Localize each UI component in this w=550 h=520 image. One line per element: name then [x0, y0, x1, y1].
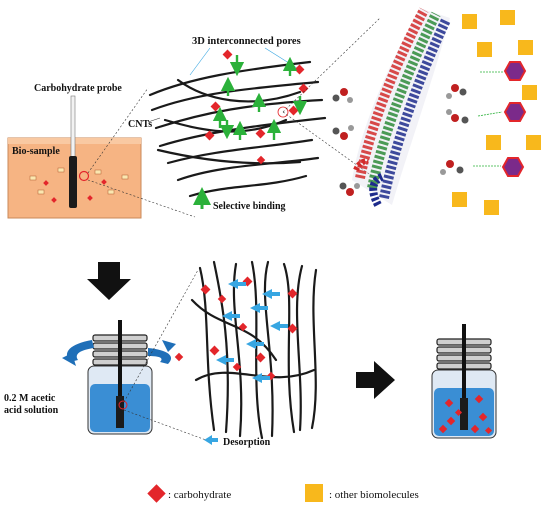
carbohydrate-legend-swatch — [147, 484, 166, 503]
carbohydrate-probe-label: Carbohydrate probe — [34, 83, 122, 94]
probe-zoom-marker — [78, 170, 90, 182]
pores-label: 3D interconnected pores — [192, 36, 301, 47]
right-arrow — [356, 361, 395, 399]
desorbed-carbohydrates — [200, 276, 298, 381]
selective-binding-label: Selective binding — [213, 201, 286, 212]
other-biomolecules-legend-label: : other biomolecules — [329, 489, 419, 501]
desorption-mesh — [190, 260, 318, 440]
bound-carbohydrate-rings — [501, 61, 527, 177]
other-biomolecules-top — [452, 10, 541, 215]
released-vial — [431, 324, 497, 439]
probe-tip — [69, 156, 77, 208]
binding-arrows — [212, 55, 308, 140]
cnts-label: CNTs — [128, 119, 152, 130]
down-arrow — [87, 262, 131, 300]
probe-rod — [70, 95, 76, 159]
cnt-detail — [352, 7, 451, 207]
bio-sample-label: Bio-sample — [12, 146, 60, 157]
desorption-arrows — [216, 279, 288, 383]
desorption-legend: Desorption — [204, 435, 271, 448]
rotation-arrows — [62, 340, 176, 366]
legend: : carbohydrate : other biomolecules — [147, 484, 419, 503]
cnt-mesh-panel — [148, 60, 327, 198]
acetic-acid-vial — [87, 320, 153, 435]
selective-binding-legend: Selective binding — [193, 187, 286, 212]
acetic-acid-label-line2: acid solution — [4, 405, 59, 416]
desorption-label: Desorption — [223, 437, 271, 448]
bio-sample-panel: Bio-sample Carbohydrate probe — [7, 83, 142, 219]
other-biomolecules-legend-swatch — [305, 484, 323, 502]
carbohydrate-legend-label: : carbohydrate — [168, 489, 231, 501]
acetic-acid-label-line1: 0.2 M acetic — [4, 393, 56, 404]
functional-groups — [332, 71, 503, 196]
